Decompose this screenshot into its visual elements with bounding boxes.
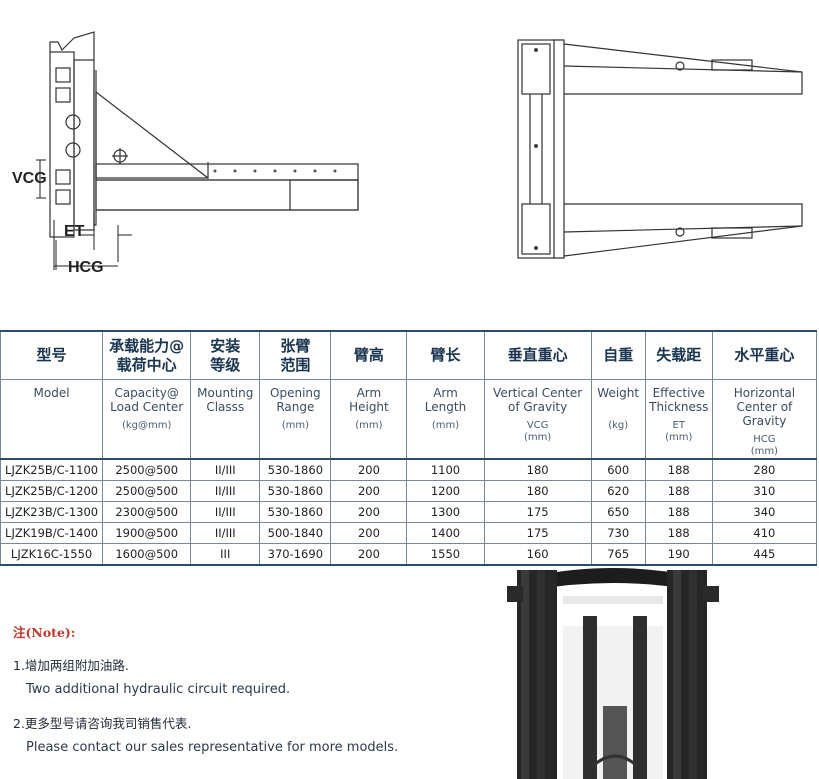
table-cell: 1200 <box>406 480 485 502</box>
note-1-chinese: 1.增加两组附加油路. <box>13 658 129 673</box>
product-photo <box>503 566 723 779</box>
table-cell: 200 <box>330 501 408 523</box>
table-cell: 445 <box>711 543 818 566</box>
hcg-label: HCG <box>68 259 104 276</box>
header-row-english: Model Capacity@ Load Center(kg@mm) Mount… <box>0 379 818 460</box>
header-zh-model: 型号 <box>0 330 104 380</box>
table-cell: 160 <box>483 543 592 566</box>
table-cell: 188 <box>644 522 713 544</box>
table-cell: 1100 <box>406 458 485 481</box>
header-en-model: Model <box>0 379 104 460</box>
table-cell: LJZK25B/C-1100 <box>0 458 104 481</box>
table-cell: 500-1840 <box>259 522 332 544</box>
table-cell: 620 <box>590 480 646 502</box>
table-cell: 188 <box>644 458 713 481</box>
header-en-weight: Weight(kg) <box>590 379 646 460</box>
header-en-capacity: Capacity@ Load Center(kg@mm) <box>102 379 192 460</box>
table-cell: 340 <box>711 501 818 523</box>
table-cell: 370-1690 <box>259 543 332 566</box>
table-cell: 188 <box>644 480 713 502</box>
header-zh-arm-height: 臂高 <box>330 330 408 380</box>
table-cell: II/III <box>190 522 261 544</box>
table-cell: LJZK19B/C-1400 <box>0 522 104 544</box>
table-cell: 1900@500 <box>102 522 192 544</box>
table-cell: LJZK23B/C-1300 <box>0 501 104 523</box>
table-cell: II/III <box>190 458 261 481</box>
table-cell: 200 <box>330 458 408 481</box>
table-cell: 200 <box>330 480 408 502</box>
table-cell: 175 <box>483 501 592 523</box>
header-zh-arm-length: 臂长 <box>406 330 485 380</box>
table-cell: 200 <box>330 543 408 566</box>
table-cell: 530-1860 <box>259 501 332 523</box>
vcg-label: VCG <box>12 170 47 187</box>
header-en-arm-height: Arm Height(mm) <box>330 379 408 460</box>
table-cell: 310 <box>711 480 818 502</box>
header-row-chinese: 型号 承载能力@ 载荷中心 安装 等级 张臂 范围 臂高 臂长 垂直重心 自重 … <box>0 330 818 380</box>
header-zh-opening: 张臂 范围 <box>259 330 332 380</box>
table-cell: 1600@500 <box>102 543 192 566</box>
header-en-arm-length: Arm Length(mm) <box>406 379 485 460</box>
table-cell: II/III <box>190 501 261 523</box>
table-cell: 188 <box>644 501 713 523</box>
header-zh-mounting: 安装 等级 <box>190 330 261 380</box>
table-cell: 1300 <box>406 501 485 523</box>
table-cell: 2500@500 <box>102 480 192 502</box>
note-1-english: Two additional hydraulic circuit require… <box>26 682 291 697</box>
table-cell: 175 <box>483 522 592 544</box>
table-cell: III <box>190 543 261 566</box>
table-cell: 600 <box>590 458 646 481</box>
et-label: ET <box>64 223 85 240</box>
header-en-opening: Opening Range(mm) <box>259 379 332 460</box>
table-cell: 190 <box>644 543 713 566</box>
header-zh-vcg: 垂直重心 <box>483 330 592 380</box>
table-cell: II/III <box>190 480 261 502</box>
table-cell: 180 <box>483 480 592 502</box>
table-cell: 2300@500 <box>102 501 192 523</box>
table-cell: 650 <box>590 501 646 523</box>
table-cell: 280 <box>711 458 818 481</box>
top-view-drawing <box>517 39 803 259</box>
table-cell: LJZK16C-1550 <box>0 543 104 566</box>
note-2-chinese: 2.更多型号请咨询我司销售代表. <box>13 716 192 731</box>
header-en-mounting: Mounting Classs <box>190 379 261 460</box>
notes-section: 注(Note): 1.增加两组附加油路. Two additional hydr… <box>13 622 493 771</box>
table-cell: 1400 <box>406 522 485 544</box>
notes-title: 注(Note): <box>13 625 76 640</box>
note-2-english: Please contact our sales representative … <box>26 740 399 755</box>
table-cell: 765 <box>590 543 646 566</box>
table-cell: LJZK25B/C-1200 <box>0 480 104 502</box>
table-cell: 200 <box>330 522 408 544</box>
table-cell: 2500@500 <box>102 458 192 481</box>
table-cell: 530-1860 <box>259 480 332 502</box>
table-cell: 730 <box>590 522 646 544</box>
table-cell: 180 <box>483 458 592 481</box>
specification-table: 型号 承载能力@ 载荷中心 安装 等级 张臂 范围 臂高 臂长 垂直重心 自重 … <box>0 330 818 566</box>
header-zh-weight: 自重 <box>590 330 646 380</box>
side-view-drawing: VCG ET HCG <box>12 31 359 276</box>
table-cell: 1550 <box>406 543 485 566</box>
table-cell: 530-1860 <box>259 458 332 481</box>
table-cell: 410 <box>711 522 818 544</box>
header-zh-capacity: 承载能力@ 载荷中心 <box>102 330 192 380</box>
header-zh-et: 失载距 <box>644 330 713 380</box>
header-zh-hcg: 水平重心 <box>711 330 818 380</box>
